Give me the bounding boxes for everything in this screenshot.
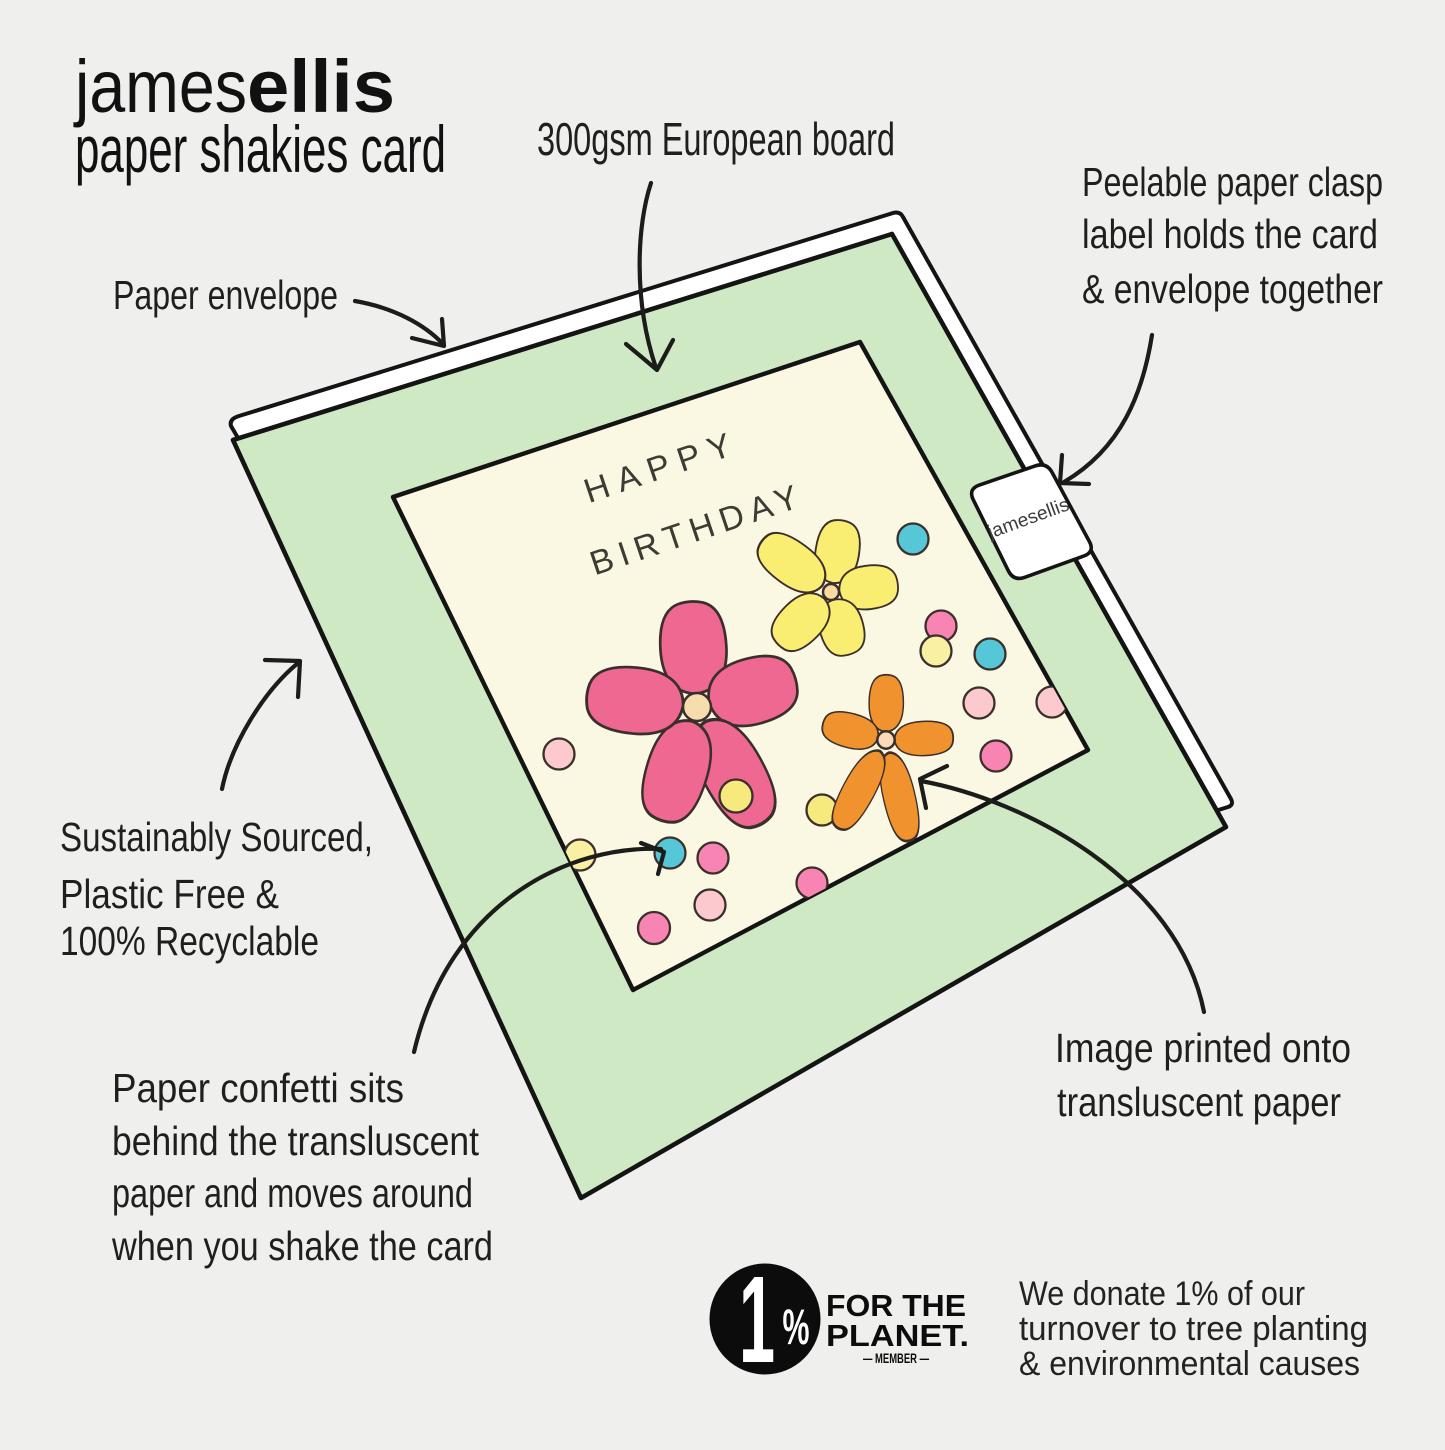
svg-text:behind the transluscent: behind the transluscent bbox=[112, 1118, 480, 1164]
svg-text:Paper envelope: Paper envelope bbox=[113, 272, 338, 318]
svg-text:james: james bbox=[73, 45, 247, 128]
svg-text:ellis: ellis bbox=[247, 45, 395, 128]
svg-text:Peelable paper clasp: Peelable paper clasp bbox=[1082, 159, 1383, 205]
svg-text:transluscent paper: transluscent paper bbox=[1057, 1079, 1341, 1125]
svg-text:paper shakies card: paper shakies card bbox=[75, 112, 446, 186]
svg-text:%: % bbox=[783, 1299, 810, 1355]
svg-text:Sustainably Sourced,: Sustainably Sourced, bbox=[60, 814, 373, 860]
svg-text:We donate 1% of our: We donate 1% of our bbox=[1019, 1275, 1305, 1313]
svg-text:— MEMBER —: — MEMBER — bbox=[863, 1351, 929, 1366]
svg-text:1: 1 bbox=[739, 1252, 775, 1389]
svg-text:Image printed onto: Image printed onto bbox=[1055, 1025, 1351, 1071]
svg-text:turnover to tree planting: turnover to tree planting bbox=[1019, 1310, 1368, 1348]
svg-text:Paper confetti sits: Paper confetti sits bbox=[112, 1065, 404, 1111]
svg-text:PLANET.: PLANET. bbox=[826, 1318, 969, 1353]
svg-text:Plastic Free &: Plastic Free & bbox=[60, 871, 279, 917]
svg-text:300gsm European board: 300gsm European board bbox=[537, 113, 895, 165]
svg-text:paper and moves around: paper and moves around bbox=[112, 1170, 473, 1216]
svg-text:label holds the card: label holds the card bbox=[1082, 211, 1378, 257]
svg-text:when you shake the card: when you shake the card bbox=[111, 1223, 493, 1269]
svg-text:100% Recyclable: 100% Recyclable bbox=[60, 918, 319, 964]
svg-text:& envelope together: & envelope together bbox=[1082, 266, 1383, 312]
svg-text:FOR THE: FOR THE bbox=[826, 1288, 966, 1323]
svg-text:& environmental causes: & environmental causes bbox=[1019, 1345, 1360, 1383]
